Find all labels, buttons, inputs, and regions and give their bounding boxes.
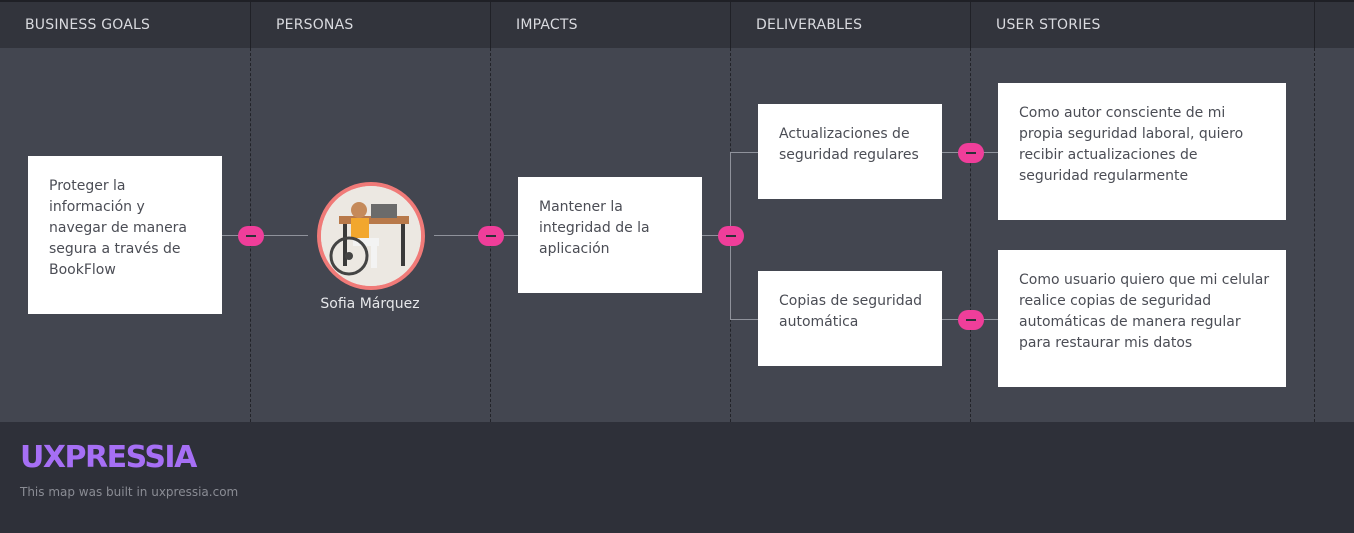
collapse-toggle-deliverable[interactable] (958, 143, 984, 163)
column-header-label: PERSONAS (276, 17, 354, 33)
column-header-user-stories: USER STORIES (971, 2, 1315, 48)
impact-text: Mantener la integridad de la aplicación (539, 199, 650, 257)
connector-line (730, 152, 758, 153)
column-header-label: USER STORIES (996, 17, 1101, 33)
impact-card[interactable]: Mantener la integridad de la aplicación (518, 177, 702, 293)
column-header-personas: PERSONAS (251, 2, 491, 48)
business-goal-card[interactable]: Proteger la información y navegar de man… (28, 156, 222, 314)
persona-illustration (321, 186, 421, 286)
deliverable-text: Actualizaciones de seguridad regulares (779, 126, 919, 163)
connector-line (222, 235, 308, 236)
column-header-impacts: IMPACTS (491, 2, 731, 48)
column-header-label: DELIVERABLES (756, 17, 863, 33)
impact-map-canvas: Proteger la información y navegar de man… (0, 48, 1354, 422)
column-header-business-goals: BUSINESS GOALS (0, 2, 251, 48)
deliverable-card[interactable]: Copias de seguridad automática (758, 271, 942, 366)
connector-line (730, 319, 758, 320)
user-story-text: Como autor consciente de mi propia segur… (1019, 105, 1244, 184)
uxpressia-logo[interactable]: UXPRESSIA (20, 440, 197, 475)
column-header-label: BUSINESS GOALS (25, 17, 151, 33)
avatar-photo (321, 186, 421, 286)
user-story-card[interactable]: Como autor consciente de mi propia segur… (998, 83, 1286, 220)
collapse-toggle-goal[interactable] (238, 226, 264, 246)
collapse-toggle-persona[interactable] (478, 226, 504, 246)
persona-avatar[interactable] (317, 182, 425, 290)
user-story-card[interactable]: Como usuario quiero que mi celular reali… (998, 250, 1286, 387)
user-story-text: Como usuario quiero que mi celular reali… (1019, 272, 1270, 351)
business-goal-text: Proteger la información y navegar de man… (49, 178, 188, 278)
column-header-deliverables: DELIVERABLES (731, 2, 971, 48)
column-header-bar: BUSINESS GOALS PERSONAS IMPACTS DELIVERA… (0, 0, 1354, 48)
column-divider (1314, 48, 1315, 422)
column-divider (970, 48, 971, 422)
collapse-toggle-impact[interactable] (718, 226, 744, 246)
collapse-toggle-deliverable[interactable] (958, 310, 984, 330)
deliverable-text: Copias de seguridad automática (779, 293, 923, 330)
deliverable-card[interactable]: Actualizaciones de seguridad regulares (758, 104, 942, 199)
footer-credit: This map was built in uxpressia.com (20, 485, 239, 499)
connector-line (702, 235, 730, 236)
column-header-label: IMPACTS (516, 17, 578, 33)
footer: UXPRESSIA This map was built in uxpressi… (0, 422, 1354, 533)
connector-line (434, 235, 518, 236)
persona-name: Sofia Márquez (320, 296, 420, 312)
